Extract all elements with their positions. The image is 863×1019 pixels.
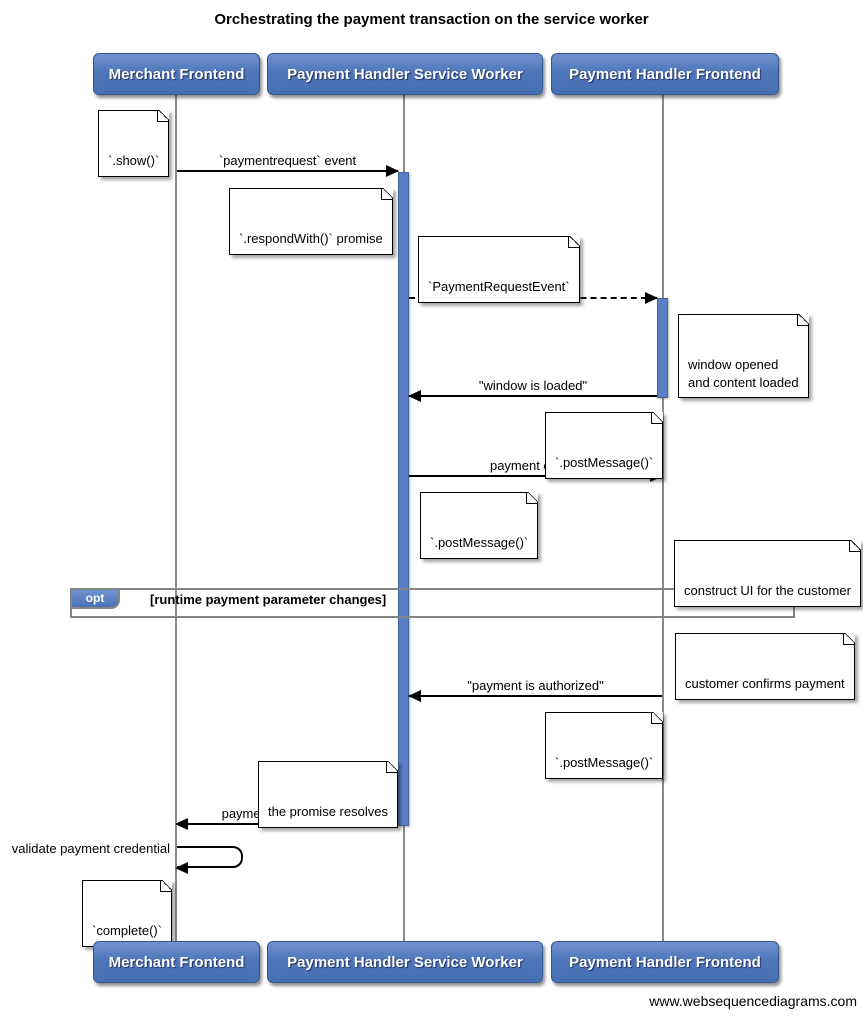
actor-payment-handler-frontend-bottom: Payment Handler Frontend: [551, 941, 779, 983]
message-line: [408, 390, 657, 402]
note-fold-icon: [380, 188, 393, 200]
arrowhead-left: [175, 818, 188, 830]
actor-merchant-frontend-top: Merchant Frontend: [93, 53, 260, 95]
arrowhead-right: [645, 292, 658, 304]
watermark-websequencediagrams: www.websequencediagrams.com: [649, 993, 857, 1009]
activation-service-worker: [398, 172, 409, 826]
message-validate-payment-credential-label: validate payment credential: [11, 841, 170, 856]
arrowhead-right: [386, 165, 399, 177]
actor-payment-handler-service-worker-bottom: Payment Handler Service Worker: [267, 941, 543, 983]
message-label: `paymentrequest` event: [218, 153, 357, 168]
note-text: `.respondWith()` promise: [239, 231, 383, 247]
actor-label: Payment Handler Frontend: [569, 65, 761, 83]
note-text: the promise resolves: [268, 804, 388, 820]
note-fold-icon: [160, 880, 173, 892]
self-message-loop: [175, 846, 243, 874]
note-text: construct UI for the customer: [684, 583, 851, 599]
actor-label: Payment Handler Service Worker: [287, 953, 523, 971]
note-postmessage-2: `.postMessage()`: [420, 492, 539, 559]
note-text: `.postMessage()`: [555, 755, 654, 771]
message-label: "payment is authorized": [467, 678, 604, 693]
message-window-is-loaded: "window is loaded": [408, 378, 657, 402]
lifeline-payment-handler-frontend: [662, 93, 664, 941]
actor-merchant-frontend-bottom: Merchant Frontend: [93, 941, 260, 983]
message-paymentrequest-event: `paymentrequest` event: [177, 153, 399, 177]
actor-payment-handler-service-worker-top: Payment Handler Service Worker: [267, 53, 543, 95]
arrowhead-left: [408, 390, 421, 402]
lifeline-merchant-frontend: [175, 93, 177, 941]
note-fold-icon: [848, 540, 861, 552]
note-text: `PaymentRequestEvent`: [428, 279, 570, 295]
note-fold-icon: [796, 314, 809, 326]
note-show: `.show()`: [98, 110, 170, 177]
note-construct-ui: construct UI for the customer: [674, 540, 861, 607]
opt-operator-label: opt: [72, 590, 120, 609]
note-fold-icon: [567, 236, 580, 248]
note-fold-icon: [385, 761, 398, 773]
note-fold-icon: [842, 633, 855, 645]
note-fold-icon: [651, 412, 664, 424]
note-fold-icon: [651, 712, 664, 724]
note-postmessage-3: `.postMessage()`: [545, 712, 664, 779]
message-payment-is-authorized: "payment is authorized": [408, 678, 662, 702]
note-text: `complete()`: [92, 923, 163, 939]
opt-frame: opt [runtime payment parameter changes]: [70, 588, 795, 618]
message-line: [177, 165, 399, 177]
diagram-title: Orchestrating the payment transaction on…: [214, 11, 649, 28]
note-postmessage-1: `.postMessage()`: [545, 412, 664, 479]
activation-payment-handler-frontend: [657, 298, 668, 398]
note-fold-icon: [526, 492, 539, 504]
note-complete: `complete()`: [82, 880, 173, 947]
note-text: `.postMessage()`: [430, 535, 529, 551]
message-label: "window is loaded": [478, 378, 588, 393]
note-respondwith-promise: `.respondWith()` promise: [229, 188, 393, 255]
actor-label: Payment Handler Service Worker: [287, 65, 523, 83]
note-text: window opened and content loaded: [688, 357, 799, 390]
note-promise-resolves: the promise resolves: [258, 761, 398, 828]
note-text: customer confirms payment: [685, 676, 845, 692]
opt-guard-condition: [runtime payment parameter changes]: [150, 592, 387, 607]
note-window-opened: window opened and content loaded: [678, 314, 809, 399]
actor-label: Payment Handler Frontend: [569, 953, 761, 971]
actor-payment-handler-frontend-top: Payment Handler Frontend: [551, 53, 779, 95]
note-payment-request-event: `PaymentRequestEvent`: [418, 236, 580, 303]
note-fold-icon: [157, 110, 170, 122]
arrowhead-left: [175, 862, 188, 874]
message-line: [408, 690, 662, 702]
note-text: `.postMessage()`: [555, 455, 654, 471]
note-customer-confirms: customer confirms payment: [675, 633, 855, 700]
actor-label: Merchant Frontend: [108, 953, 245, 971]
note-text: `.show()`: [108, 153, 160, 169]
arrowhead-left: [408, 690, 421, 702]
actor-label: Merchant Frontend: [108, 65, 245, 83]
